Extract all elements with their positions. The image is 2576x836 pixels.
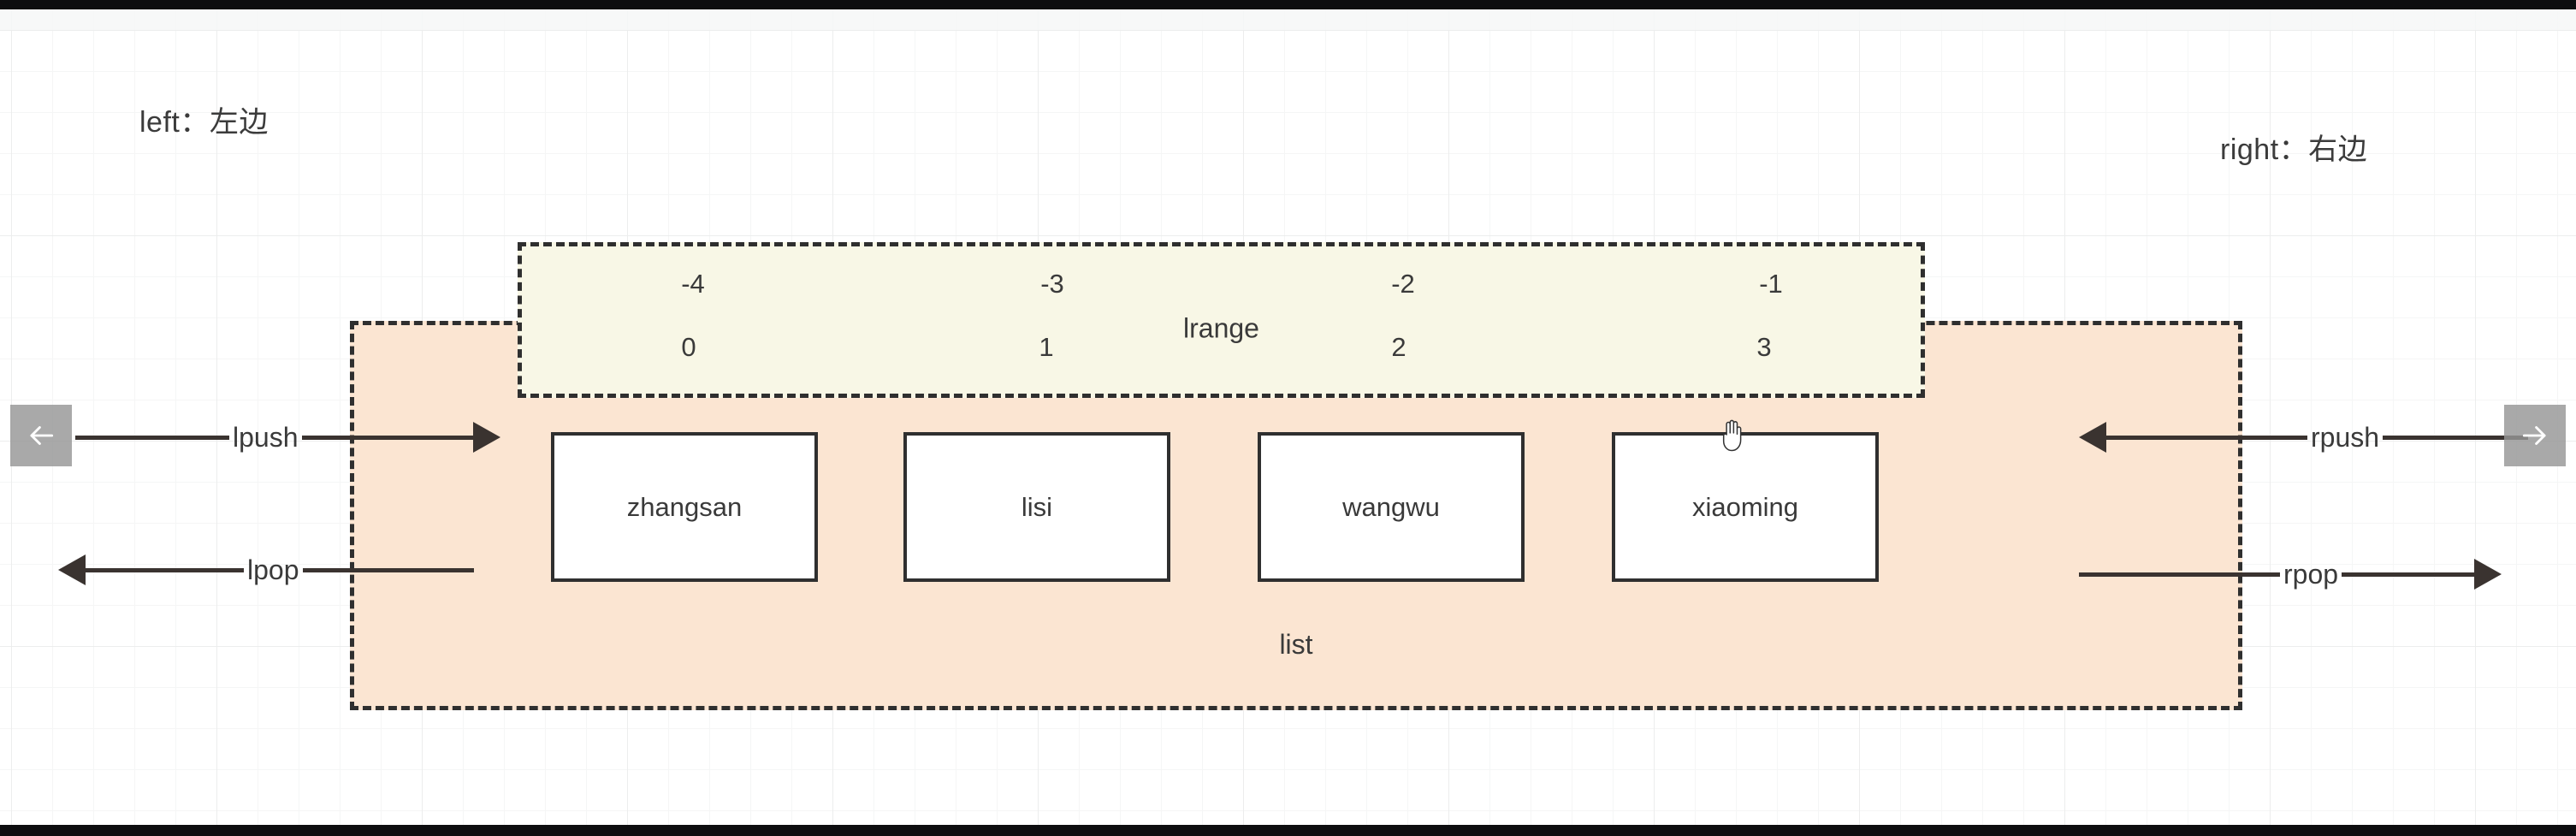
lpop-arrowhead-icon <box>58 554 86 585</box>
rpush-arrow: rpush <box>2079 412 2529 463</box>
left-side-label: left：左边 <box>139 106 269 139</box>
rpush-line-inner <box>2106 435 2307 440</box>
rpush-line-outer <box>2383 435 2529 440</box>
rpop-arrow: rpop <box>2079 548 2502 600</box>
diagram-canvas: left：左边 right：右边 list lrange -4 -3 -2 -1… <box>0 9 2576 825</box>
list-container-caption: list <box>1279 629 1313 660</box>
rpop-line-inner <box>2079 572 2280 577</box>
lpop-line-outer <box>86 567 244 572</box>
negative-index-3: -1 <box>1759 269 1783 299</box>
arrow-right-icon <box>2522 426 2546 445</box>
lrange-container-caption: lrange <box>1183 312 1259 344</box>
list-item-label: xiaoming <box>1691 491 1799 522</box>
lpop-line-inner <box>302 567 474 572</box>
arrow-left-icon <box>30 426 54 445</box>
lpop-label: lpop <box>247 554 299 585</box>
negative-index-2: -2 <box>1391 269 1415 299</box>
lrange-container[interactable]: lrange -4 -3 -2 -1 0 1 2 3 <box>518 242 1925 398</box>
lpush-line-inner <box>301 435 473 440</box>
positive-index-1: 1 <box>1039 332 1054 362</box>
prev-page-button[interactable] <box>10 405 72 466</box>
rpop-line-outer <box>2342 572 2475 577</box>
lpop-arrow: lpop <box>58 544 474 596</box>
positive-index-0: 0 <box>681 332 696 362</box>
lpush-arrow: lpush <box>75 412 500 463</box>
list-item-2[interactable]: wangwu <box>1258 432 1525 582</box>
next-page-button[interactable] <box>2504 405 2566 466</box>
list-item-label: wangwu <box>1342 491 1440 522</box>
rpop-arrowhead-icon <box>2474 559 2502 590</box>
list-item-0[interactable]: zhangsan <box>551 432 818 582</box>
rpush-label: rpush <box>2311 421 2380 453</box>
top-letterbox-bar <box>0 0 2576 9</box>
lpush-label: lpush <box>233 421 299 453</box>
negative-index-1: -3 <box>1040 269 1064 299</box>
rpush-arrowhead-icon <box>2079 422 2106 453</box>
list-item-3[interactable]: xiaoming <box>1612 432 1879 582</box>
bottom-letterbox-bar <box>0 825 2576 836</box>
lpush-line-outer <box>75 435 229 440</box>
list-item-1[interactable]: lisi <box>903 432 1170 582</box>
negative-index-0: -4 <box>681 269 705 299</box>
lpush-arrowhead-icon <box>472 422 500 453</box>
positive-index-2: 2 <box>1391 332 1406 362</box>
right-side-label: right：右边 <box>2220 133 2368 166</box>
list-item-label: zhangsan <box>626 491 743 522</box>
rpop-label: rpop <box>2283 558 2339 590</box>
list-item-label: lisi <box>1021 491 1053 522</box>
positive-index-3: 3 <box>1756 332 1772 362</box>
